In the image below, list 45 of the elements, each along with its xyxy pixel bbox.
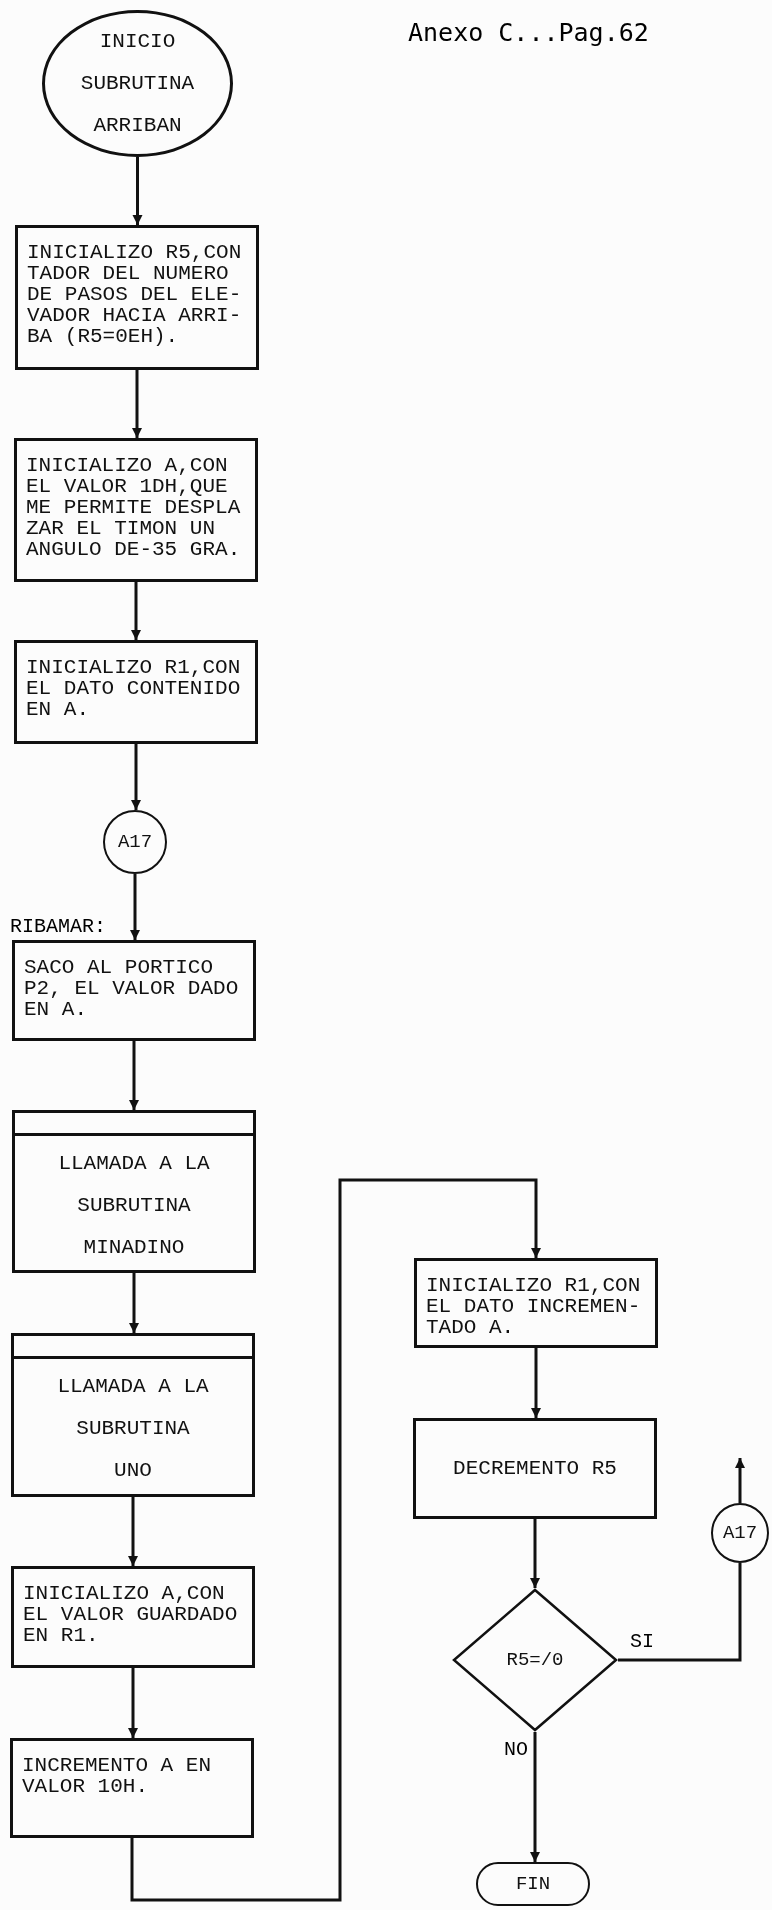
- arrow: [130, 874, 140, 940]
- arrow: [132, 370, 142, 438]
- node-text: INCREMENTO A EN VALOR 10H.: [22, 1755, 213, 1797]
- node-text: LLAMADA A LA SUBRUTINA UNO: [56, 1374, 210, 1484]
- arrow: [531, 1348, 541, 1418]
- connector-circle: [711, 1503, 769, 1563]
- process-box: [12, 940, 256, 1041]
- page-reference: Anexo C...Pag.62: [408, 18, 649, 47]
- arrow: [129, 1041, 139, 1110]
- process-box: [414, 1258, 658, 1348]
- process-box: [14, 640, 258, 744]
- node-text: INICIO SUBRUTINA ARRIBAN: [79, 28, 196, 139]
- arrow: [530, 1519, 540, 1588]
- process-box: [11, 1566, 255, 1668]
- node-text: INICIALIZO A,CON EL VALOR 1DH,QUE ME PERMITE DESPLA ZAR EL TIMON UN ANGULO DE-35 GRA.: [26, 455, 242, 560]
- arrow: [735, 1458, 745, 1503]
- arrow: [130, 1178, 541, 1902]
- node-text: INICIALIZO A,CON EL VALOR GUARDADO EN R1.: [23, 1583, 239, 1646]
- decision-diamond: [452, 1588, 618, 1732]
- process-box: [15, 225, 259, 370]
- process-box: [413, 1418, 657, 1519]
- node-text: FIN: [515, 1873, 551, 1895]
- arrow: [128, 1668, 138, 1738]
- node-text: DECREMENTO R5: [453, 1458, 617, 1479]
- arrow: [128, 1497, 138, 1566]
- process-box: [10, 1738, 254, 1838]
- node-text: INICIALIZO R1,CON EL DATO INCREMEN- TADO A.: [426, 1275, 642, 1338]
- end-terminator: [476, 1862, 590, 1906]
- node-text: INICIALIZO R1,CON EL DATO CONTENIDO EN A.: [26, 657, 242, 720]
- node-text: R5=/0: [506, 1649, 564, 1671]
- node-text: A17: [117, 831, 153, 853]
- subroutine-box: [11, 1333, 255, 1497]
- connector-line: [618, 1563, 742, 1662]
- node-text: INICIALIZO R5,CON TADOR DEL NUMERO DE PASOS DEL ELE- VADOR HACIA ARRI- BA (R5=0EH).: [27, 242, 243, 347]
- node-text: LLAMADA A LA SUBRUTINA MINADINO: [57, 1151, 211, 1261]
- node-text: SACO AL PORTICO P2, EL VALOR DADO EN A.: [24, 957, 240, 1020]
- subroutine-box: [12, 1110, 256, 1273]
- arrow: [131, 582, 141, 640]
- connector-circle: [103, 810, 167, 874]
- arrow: [131, 744, 141, 810]
- node-text: A17: [722, 1522, 758, 1544]
- arrow: [530, 1732, 540, 1862]
- process-box: [14, 438, 258, 582]
- arrow: [129, 1273, 139, 1333]
- arrow: [132, 157, 143, 225]
